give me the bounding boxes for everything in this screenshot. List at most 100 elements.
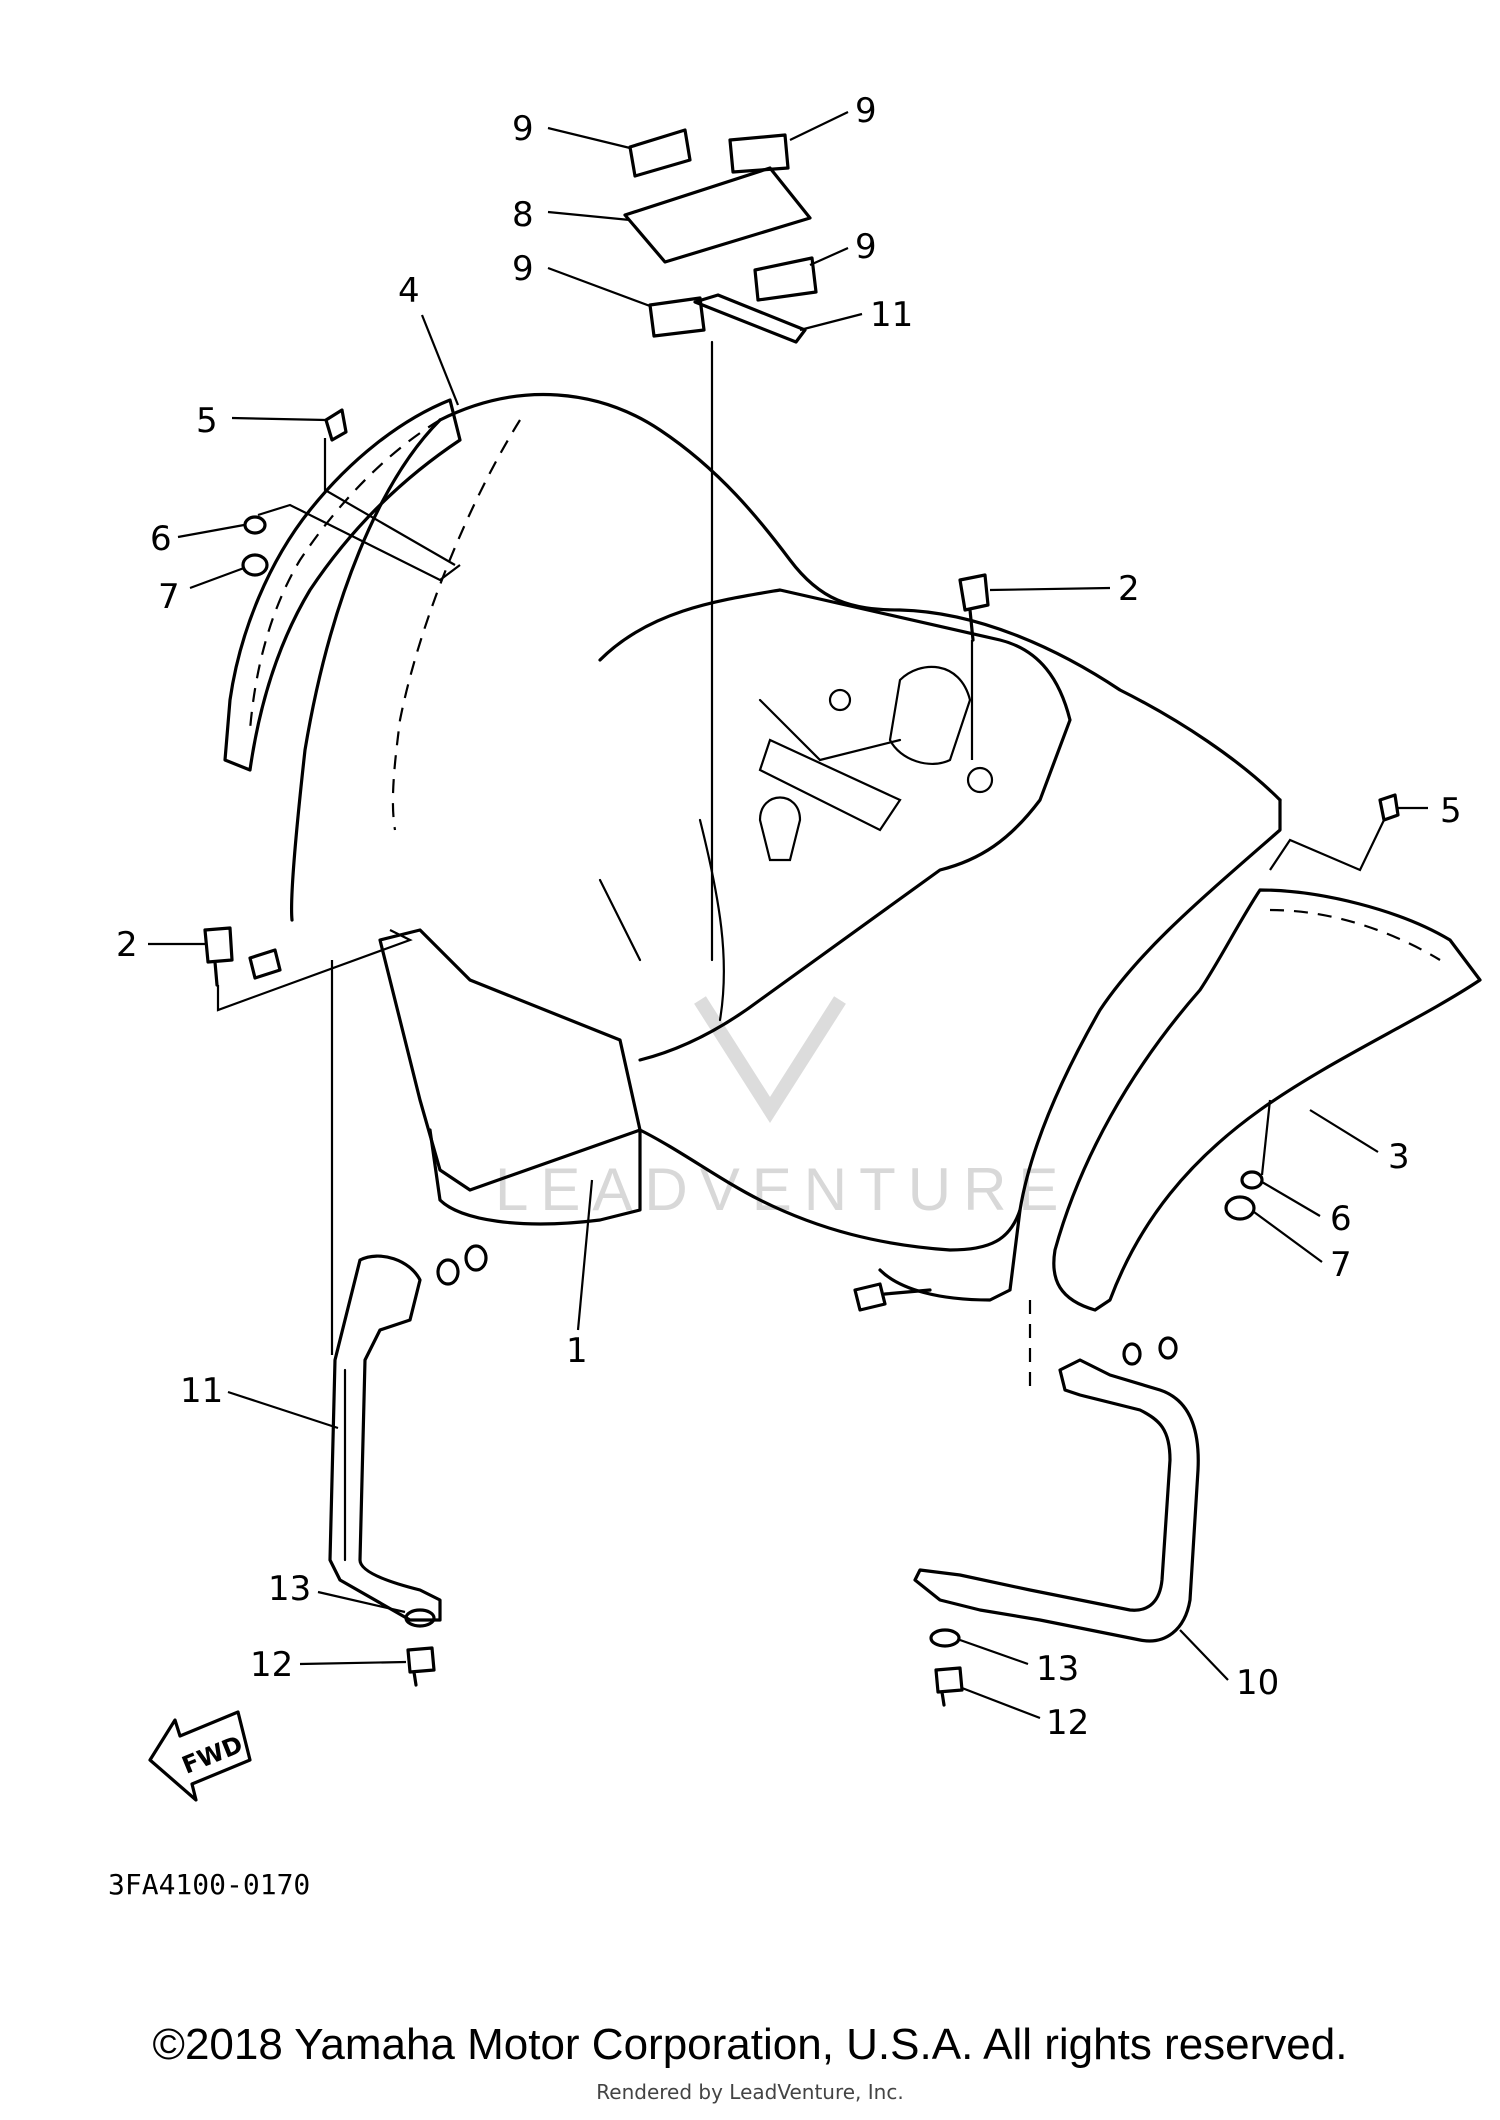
fender-tray-box — [428, 1128, 642, 1226]
grab-bar-11-left — [328, 1254, 442, 1622]
assembly-line — [257, 503, 461, 582]
callout-5: 5 — [196, 401, 218, 441]
seat-pad-group — [623, 128, 818, 962]
callouts: 9 9 8 9 9 11 4 5 6 7 2 5 2 3 6 7 1 11 13… — [116, 91, 1462, 1743]
assembly-line — [323, 438, 456, 566]
patch-9-left — [648, 296, 706, 338]
leader-9b — [789, 111, 849, 141]
rendered-by-notice: Rendered by LeadVenture, Inc. — [596, 2080, 904, 2104]
fender-left-outer — [289, 418, 442, 922]
callout-7: 7 — [1330, 1245, 1352, 1285]
grab-bar-nut-right-2 — [1158, 1336, 1178, 1360]
bolt-12-right — [934, 1666, 964, 1707]
callout-12: 12 — [250, 1645, 293, 1685]
fwd-arrow: FWD — [148, 1710, 252, 1802]
leader-10 — [1179, 1629, 1229, 1681]
pad-8 — [623, 166, 812, 264]
callout-6: 6 — [1330, 1199, 1352, 1239]
assembly-line — [1269, 819, 1385, 872]
fender-slot — [758, 738, 902, 832]
leader-9a — [547, 126, 631, 150]
flap-4-inner — [248, 419, 441, 731]
callout-1: 1 — [566, 1331, 588, 1371]
fender-bump — [758, 796, 802, 862]
callout-3: 3 — [1388, 1137, 1410, 1177]
leader-3 — [1309, 1109, 1379, 1153]
patch-9-right — [753, 256, 818, 302]
fasteners — [203, 408, 1400, 1707]
leader-9d — [547, 266, 651, 308]
callout-11: 11 — [180, 1371, 223, 1411]
leader-11a — [799, 312, 863, 332]
fender-cup-holder — [888, 665, 972, 765]
nut-7-right — [1224, 1195, 1256, 1221]
callout-4: 4 — [398, 271, 420, 311]
leader-5a — [231, 416, 327, 422]
leader-6b — [1261, 1181, 1321, 1217]
callout-10: 10 — [1236, 1663, 1279, 1703]
fender-right-skirt — [878, 1208, 1022, 1302]
screw-left — [248, 948, 282, 980]
grab-bar-10-right — [913, 1358, 1200, 1643]
fender-front-tray — [378, 928, 642, 1192]
copyright-notice: ©2018 Yamaha Motor Corporation, U.S.A. A… — [152, 2020, 1348, 2069]
assembly-line — [1260, 1099, 1272, 1176]
assembly-line — [216, 929, 413, 1012]
fender-left-inner-edge — [391, 419, 521, 831]
flap-3 — [1052, 888, 1482, 1312]
leader-13a — [317, 1590, 406, 1614]
bolt-2-top — [958, 573, 990, 642]
grab-bar-nut-right — [1122, 1342, 1142, 1366]
strip-11-top — [693, 293, 807, 344]
callout-9: 9 — [512, 249, 534, 289]
patch-9-top-right — [728, 133, 790, 174]
callout-9: 9 — [855, 227, 877, 267]
callout-8: 8 — [512, 195, 534, 235]
leader-lines — [148, 111, 1428, 1720]
leader-1 — [576, 1179, 594, 1331]
leader-13b — [959, 1638, 1029, 1666]
flap-3-inner — [1269, 908, 1441, 961]
bolt-bottom-center — [853, 1282, 932, 1312]
assembly-lines — [216, 438, 1385, 1395]
watermark: LEADVENTURE — [495, 996, 1070, 1223]
washer-6-right — [1240, 1170, 1264, 1190]
fender-deck — [598, 588, 1072, 1062]
callout-13: 13 — [268, 1569, 311, 1609]
grab-bar-nut-left — [436, 1258, 460, 1286]
bolt-2-left — [203, 926, 234, 987]
callout-2: 2 — [1118, 569, 1140, 609]
bolt-5-right — [1378, 793, 1400, 822]
leader-6a — [177, 523, 245, 539]
callout-6: 6 — [150, 519, 172, 559]
rear-fender-1 — [289, 392, 1282, 1302]
callout-9: 9 — [855, 91, 877, 131]
washer-13-left — [404, 1608, 436, 1628]
leader-12a — [299, 1660, 407, 1666]
callout-7: 7 — [158, 577, 180, 617]
watermark-text: LEADVENTURE — [495, 1156, 1070, 1223]
bolt-12-left — [406, 1646, 436, 1687]
fender-hole — [966, 766, 994, 794]
leader-12b — [961, 1686, 1041, 1720]
nut-7-left — [241, 553, 269, 577]
leader-2a — [989, 586, 1111, 592]
leader-8 — [547, 210, 631, 222]
leader-4 — [420, 314, 460, 406]
washer-6-left — [243, 515, 267, 535]
leader-11b — [227, 1390, 339, 1430]
drawing-code: 3FA4100-0170 — [108, 1868, 310, 1901]
grab-bar-nut-left-2 — [464, 1244, 488, 1272]
fender-hole — [828, 688, 852, 712]
fender-left-shell — [438, 392, 1282, 802]
callout-11: 11 — [870, 295, 913, 335]
callout-2: 2 — [116, 925, 138, 965]
callout-9: 9 — [512, 109, 534, 149]
washer-13-right — [929, 1628, 961, 1648]
fwd-label: FWD — [178, 1730, 247, 1779]
bolt-5-left — [324, 408, 348, 442]
callout-5: 5 — [1440, 791, 1462, 831]
leader-7a — [189, 566, 245, 590]
fwd-arrow-icon — [148, 1710, 252, 1802]
patch-9-top-left — [628, 128, 692, 178]
